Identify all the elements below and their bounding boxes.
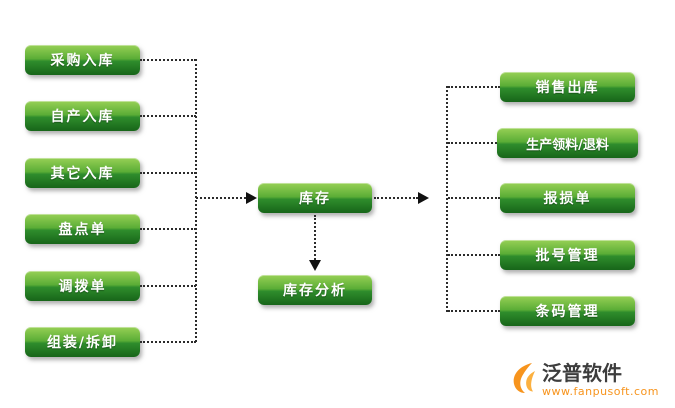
node-batch-management[interactable]: 批号管理 bbox=[500, 240, 635, 270]
fanpu-logo-text-wrap: 泛普软件 www.fanpusoft.com bbox=[542, 361, 659, 399]
arrow-into-inventory-icon bbox=[246, 192, 257, 204]
connector-left-2 bbox=[140, 115, 196, 117]
node-inventory-analysis[interactable]: 库存分析 bbox=[258, 275, 372, 305]
node-inventory[interactable]: 库存 bbox=[258, 183, 372, 213]
arrow-inventory-analysis-icon bbox=[309, 260, 321, 271]
connector-inventory-analysis bbox=[314, 215, 316, 260]
node-stocktake-sheet[interactable]: 盘点单 bbox=[25, 214, 140, 244]
fanpu-website-url: www.fanpusoft.com bbox=[542, 385, 659, 398]
connector-right-vertical bbox=[446, 86, 448, 312]
node-sales-outbound[interactable]: 销售出库 bbox=[500, 72, 635, 102]
node-transfer-order[interactable]: 调拨单 bbox=[25, 271, 140, 301]
connector-left-6 bbox=[140, 341, 196, 343]
connector-left-1 bbox=[140, 59, 196, 61]
connector-left-5 bbox=[140, 285, 196, 287]
connector-out-of-inventory bbox=[374, 197, 418, 199]
connector-right-5 bbox=[448, 310, 500, 312]
connector-left-3 bbox=[140, 172, 196, 174]
connector-right-1 bbox=[448, 86, 500, 88]
node-self-produced-inbound[interactable]: 自产入库 bbox=[25, 101, 140, 131]
fanpu-logo-icon bbox=[510, 362, 538, 394]
fanpu-brand-name: 泛普软件 bbox=[542, 361, 623, 385]
node-damage-report[interactable]: 报损单 bbox=[500, 183, 635, 213]
connector-right-4 bbox=[448, 254, 500, 256]
connector-left-4 bbox=[140, 228, 196, 230]
node-barcode-management[interactable]: 条码管理 bbox=[500, 296, 635, 326]
node-other-inbound[interactable]: 其它入库 bbox=[25, 158, 140, 188]
node-production-material[interactable]: 生产领料/退料 bbox=[497, 128, 638, 158]
fanpu-logo: 泛普软件 www.fanpusoft.com bbox=[510, 362, 659, 398]
arrow-out-of-inventory-icon bbox=[418, 192, 429, 204]
node-purchase-inbound[interactable]: 采购入库 bbox=[25, 45, 140, 75]
connector-left-vertical bbox=[195, 59, 197, 342]
node-assembly-disassembly[interactable]: 组装/拆卸 bbox=[25, 327, 140, 357]
connector-right-3 bbox=[448, 197, 500, 199]
connector-right-2 bbox=[448, 142, 500, 144]
connector-into-inventory bbox=[196, 197, 246, 199]
